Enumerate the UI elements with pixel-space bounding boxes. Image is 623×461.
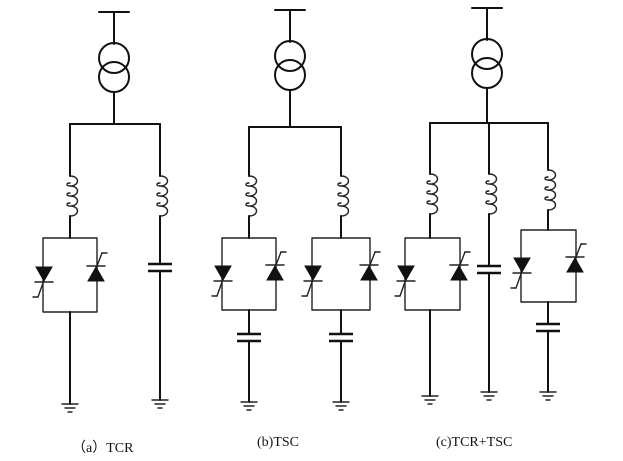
thyristor-right bbox=[86, 252, 108, 282]
reactor-inductor bbox=[544, 169, 557, 211]
thyristor-left bbox=[510, 257, 532, 289]
ground-symbol bbox=[61, 403, 79, 413]
reactor-inductor bbox=[337, 175, 350, 217]
thyristor-right bbox=[265, 251, 287, 281]
transformer-secondary-winding bbox=[471, 57, 503, 89]
reactor-inductor bbox=[485, 173, 498, 215]
transformer bbox=[274, 9, 306, 128]
capacitor bbox=[536, 322, 560, 333]
capacitor bbox=[329, 332, 353, 343]
transformer-primary-winding bbox=[471, 38, 503, 70]
thyristor-right bbox=[565, 243, 587, 273]
antiparallel-thyristor-pair bbox=[32, 237, 108, 313]
antiparallel-thyristor-pair bbox=[301, 237, 381, 311]
caption-tsc: (b)TSC bbox=[257, 435, 299, 450]
ground-symbol bbox=[480, 391, 498, 401]
reactor-inductor bbox=[426, 173, 439, 215]
capacitor bbox=[237, 332, 261, 343]
ground-symbol bbox=[539, 391, 557, 401]
caption-tcr: （a）TCR bbox=[72, 441, 134, 456]
ground-symbol bbox=[332, 401, 350, 411]
panel-a-tcr bbox=[32, 11, 172, 413]
ground-symbol bbox=[151, 399, 169, 409]
antiparallel-thyristor-pair bbox=[394, 237, 471, 311]
antiparallel-thyristor-pair bbox=[510, 229, 587, 303]
transformer bbox=[98, 11, 130, 125]
transformer-primary-winding bbox=[274, 40, 306, 72]
transformer-primary-winding bbox=[98, 42, 130, 74]
antiparallel-thyristor-pair bbox=[211, 237, 287, 311]
caption-tcr-tsc: (c)TCR+TSC bbox=[436, 435, 513, 450]
transformer bbox=[471, 7, 503, 124]
capacitor bbox=[148, 262, 172, 273]
reactor-inductor bbox=[156, 175, 169, 217]
ground-symbol bbox=[240, 401, 258, 411]
reactor-inductor bbox=[66, 175, 79, 217]
ground-symbol bbox=[421, 395, 439, 405]
transformer-secondary-winding bbox=[274, 59, 306, 91]
panel-c-tcr-tsc bbox=[394, 7, 587, 405]
capacitor bbox=[477, 264, 501, 275]
reactor-inductor bbox=[245, 175, 258, 217]
thyristor-left bbox=[301, 265, 323, 297]
thyristor-left bbox=[211, 265, 233, 297]
thyristor-right bbox=[359, 251, 381, 281]
panel-b-tsc bbox=[211, 9, 381, 411]
transformer-secondary-winding bbox=[98, 61, 130, 93]
thyristor-left bbox=[32, 266, 54, 298]
thyristor-left bbox=[394, 265, 416, 297]
thyristor-right bbox=[449, 251, 471, 281]
